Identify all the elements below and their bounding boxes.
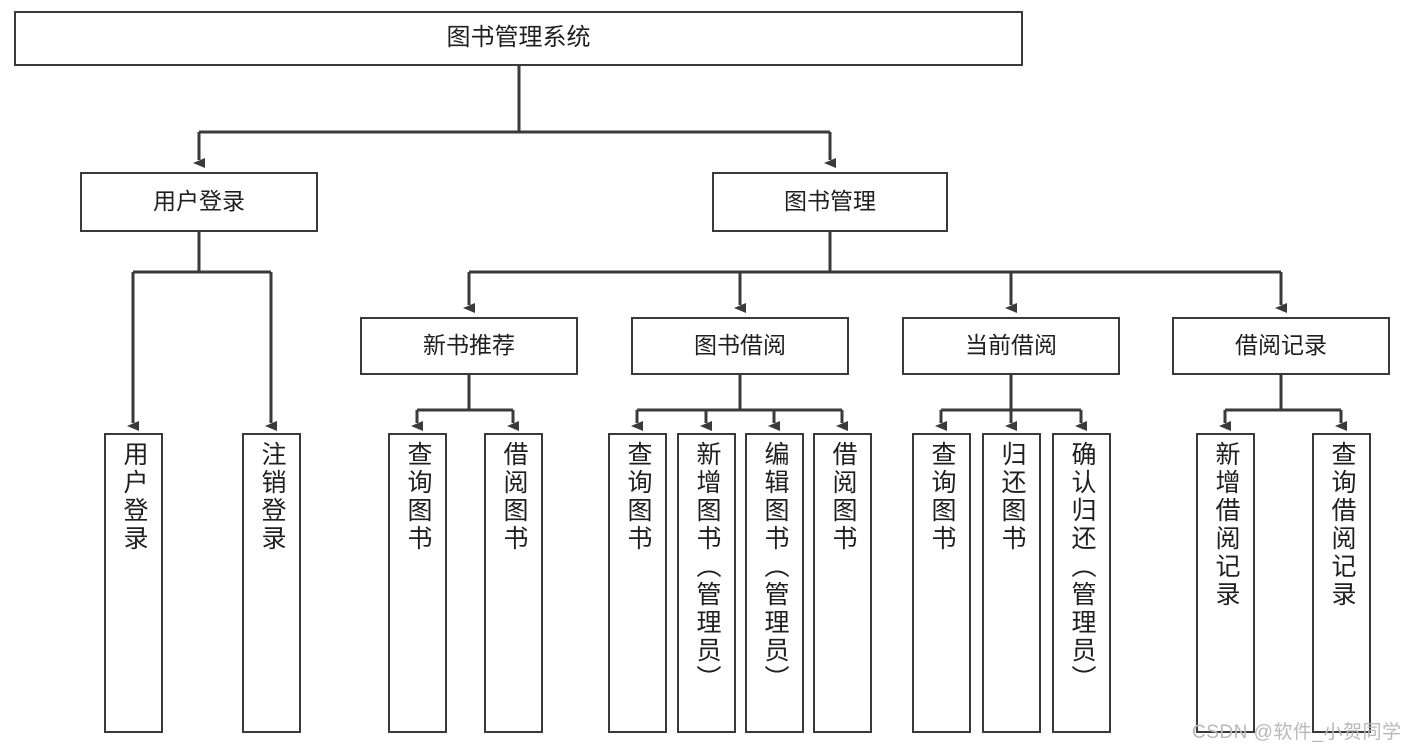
node-label: 借阅图书 <box>500 441 528 553</box>
leaf-current-borrow-query-book[interactable]: 查询图书 <box>912 433 971 733</box>
node-label: 当前借阅 <box>965 332 1057 359</box>
node-label: 图书管理系统 <box>446 24 591 52</box>
node-borrow-record[interactable]: 借阅记录 <box>1172 317 1390 375</box>
node-user-login[interactable]: 用户登录 <box>80 172 318 232</box>
node-book-borrow[interactable]: 图书借阅 <box>631 317 849 375</box>
leaf-new-book-query-book[interactable]: 查询图书 <box>388 433 447 733</box>
leaf-borrow-record-add-record[interactable]: 新增借阅记录 <box>1196 433 1255 733</box>
node-label: 新增图书（管理员） <box>693 441 721 693</box>
leaf-current-borrow-return-book[interactable]: 归还图书 <box>982 433 1041 733</box>
leaf-current-borrow-confirm-return-admin[interactable]: 确认归还（管理员） <box>1052 433 1111 733</box>
node-label: 新增借阅记录 <box>1212 441 1240 609</box>
node-label: 用户登录 <box>120 441 148 553</box>
leaf-book-borrow-query-book[interactable]: 查询图书 <box>608 433 667 733</box>
node-label: 图书借阅 <box>694 332 786 359</box>
node-book-management[interactable]: 图书管理 <box>712 172 948 232</box>
csdn-watermark: CSDN @软件_小贺同学 <box>1192 722 1402 743</box>
node-label: 查询图书 <box>624 441 652 553</box>
leaf-new-book-borrow-book[interactable]: 借阅图书 <box>484 433 543 733</box>
node-label: 新书推荐 <box>423 332 515 359</box>
leaf-book-borrow-edit-book-admin[interactable]: 编辑图书（管理员） <box>745 433 804 733</box>
node-current-borrow[interactable]: 当前借阅 <box>902 317 1120 375</box>
node-label: 查询图书 <box>928 441 956 553</box>
leaf-borrow-record-query-record[interactable]: 查询借阅记录 <box>1312 433 1371 733</box>
node-label: 查询借阅记录 <box>1328 441 1356 609</box>
node-label: 用户登录 <box>153 188 245 215</box>
node-root-book-management-system[interactable]: 图书管理系统 <box>14 11 1023 66</box>
node-label: 归还图书 <box>998 441 1026 553</box>
leaf-book-borrow-add-book-admin[interactable]: 新增图书（管理员） <box>677 433 736 733</box>
leaf-user-login-logout[interactable]: 注销登录 <box>242 433 301 733</box>
node-new-book-recommend[interactable]: 新书推荐 <box>360 317 578 375</box>
node-label: 确认归还（管理员） <box>1068 441 1096 693</box>
node-label: 注销登录 <box>258 441 286 553</box>
node-label: 查询图书 <box>404 441 432 553</box>
node-label: 借阅记录 <box>1235 332 1327 359</box>
node-label: 图书管理 <box>784 188 876 215</box>
leaf-book-borrow-borrow-book[interactable]: 借阅图书 <box>813 433 872 733</box>
leaf-user-login-login[interactable]: 用户登录 <box>104 433 163 733</box>
node-label: 借阅图书 <box>829 441 857 553</box>
node-label: 编辑图书（管理员） <box>761 441 789 693</box>
